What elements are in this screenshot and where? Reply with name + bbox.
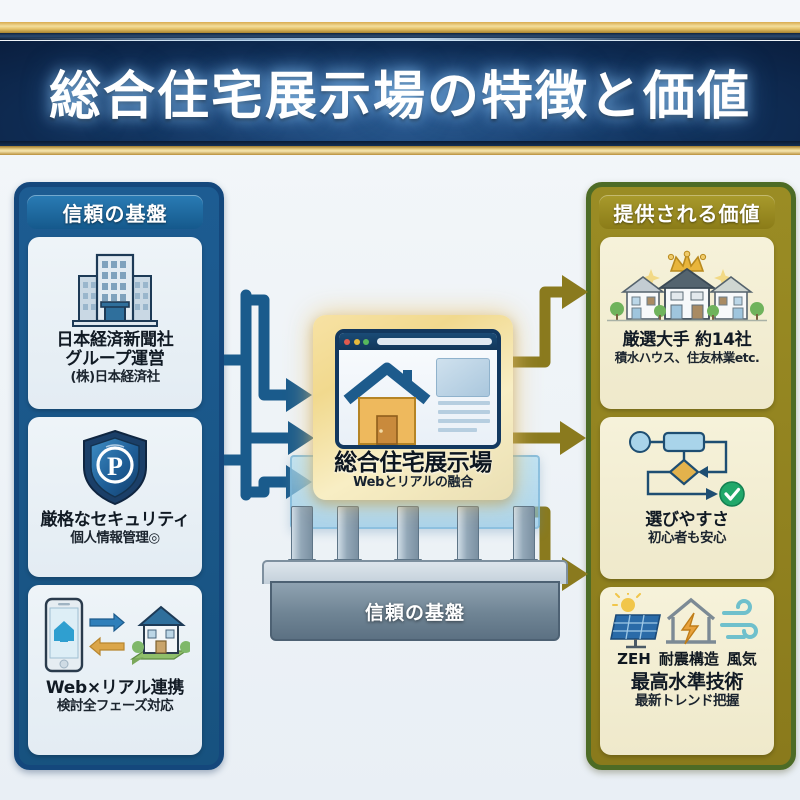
banner-shine-line: [0, 38, 800, 42]
card-web-real-link[interactable]: Web×リアル連携 検討全フェーズ対応: [28, 585, 202, 755]
card-title: 厳選大手 約14社: [622, 330, 752, 350]
browser-house-icon: [335, 329, 501, 449]
pedestal-top-slab: [262, 560, 568, 584]
foundation-pedestal: 信頼の基盤: [262, 560, 568, 648]
office-building-icon: [65, 245, 165, 331]
browser-close-dot: [344, 338, 350, 345]
browser-minimize-dot: [353, 338, 360, 345]
browser-text-line: [438, 410, 490, 414]
card-title: Web×リアル連携: [45, 678, 185, 698]
center-subtitle: Webとリアルの融合: [353, 475, 473, 490]
right-panel-header: 提供される価値: [599, 195, 775, 229]
browser-url-bar: [376, 338, 492, 345]
tech-label-zeh: ZEH: [617, 650, 651, 668]
pedestal-label: 信頼の基盤: [364, 601, 465, 624]
card-subtitle: (株)日本経済社: [70, 369, 160, 386]
page-title: 総合住宅展示場の特徴と価値: [48, 66, 751, 127]
title-banner: 総合住宅展示場の特徴と価値: [0, 22, 800, 155]
tech-label-wind: 風気: [726, 650, 757, 668]
banner-gold-trim-top: [0, 22, 800, 33]
security-shield-icon: P: [76, 425, 154, 511]
browser-text-line: [438, 401, 490, 405]
browser-maximize-dot: [363, 338, 369, 345]
browser-content: [339, 350, 497, 445]
center-title: 総合住宅展示場: [334, 450, 492, 476]
card-title: 厳格なセキュリティ: [40, 510, 190, 530]
card-subtitle: 個人情報管理◎: [70, 530, 160, 547]
browser-titlebar: [339, 333, 497, 350]
browser-text-line: [438, 419, 490, 423]
banner-dark-edge-bottom: [0, 141, 800, 146]
card-nikkei-group[interactable]: 日本経済新聞社 グループ運営 (株)日本経済社: [28, 237, 202, 409]
card-selected-builders[interactable]: 厳選大手 約14社 積水ハウス、住友林業etc.: [600, 237, 774, 409]
card-subtitle: 最新トレンド把握: [635, 692, 740, 709]
banner-gold-trim-bottom: [0, 146, 800, 155]
banner-dark-edge: [0, 33, 800, 40]
tech-label-seismic: 耐震構造: [658, 650, 719, 668]
left-panel-header: 信頼の基盤: [27, 195, 203, 229]
card-security[interactable]: P 厳格なセキュリティ 個人情報管理◎: [28, 417, 202, 577]
card-subtitle: 積水ハウス、住友林業etc.: [614, 350, 760, 366]
svg-text:P: P: [107, 452, 123, 481]
card-subtitle: 検討全フェーズ対応: [56, 698, 174, 715]
card-easy-choice[interactable]: 選びやすさ 初心者も安心: [600, 417, 774, 579]
provided-value-panel: 提供される価値: [586, 182, 796, 770]
card-title: 最高水準技術: [630, 670, 744, 693]
trust-foundation-panel: 信頼の基盤: [14, 182, 224, 770]
center-hub-card[interactable]: 総合住宅展示場 Webとリアルの融合: [313, 315, 513, 500]
banner-background: [0, 41, 800, 141]
browser-text-line: [438, 428, 477, 432]
pedestal-body: 信頼の基盤: [270, 581, 560, 641]
web-real-link-icon: [40, 593, 190, 679]
card-title: 選びやすさ: [645, 510, 729, 530]
banner-glow: [0, 41, 800, 141]
card-subtitle: 初心者も安心: [648, 530, 727, 547]
card-title: 日本経済新聞社: [56, 330, 174, 350]
tech-label-row: ZEH 耐震構造 風気: [617, 651, 757, 668]
browser-image-block: [436, 358, 490, 397]
card-title-line2: グループ運営: [65, 349, 165, 370]
card-top-technology[interactable]: ZEH 耐震構造 風気 最高水準技術 最新トレンド把握: [600, 587, 774, 755]
premium-houses-crown-icon: [607, 245, 767, 331]
eco-tech-icons: [606, 593, 768, 653]
flowchart-check-icon: [622, 425, 752, 511]
